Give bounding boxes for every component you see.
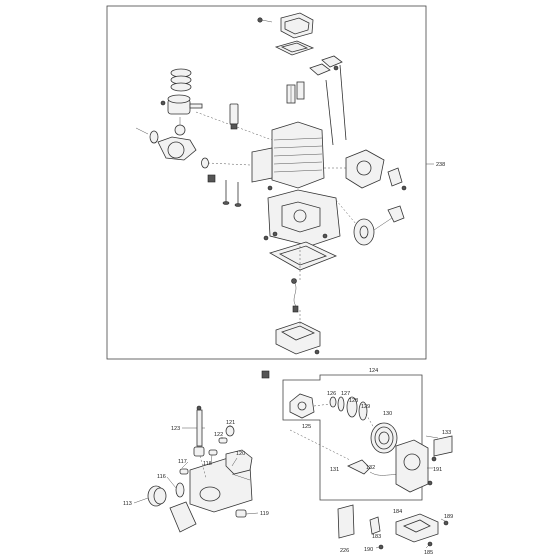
callout-184: 184	[393, 509, 402, 515]
rocker-arms	[309, 55, 343, 76]
callout-129: 129	[361, 404, 370, 410]
warning-label-226	[337, 504, 355, 539]
engine-leader-a	[195, 111, 273, 141]
intake-manifold	[345, 149, 407, 191]
callout-189: 189	[444, 514, 453, 520]
tank-clip-117	[179, 468, 189, 475]
callout-128: 128	[349, 398, 358, 404]
callout-116: 116	[157, 474, 166, 480]
starter-pulley	[346, 396, 358, 418]
valve-springs	[286, 81, 305, 104]
recoil-spring	[370, 422, 398, 454]
oil-sensor	[291, 278, 299, 313]
fuel-tank	[189, 449, 253, 513]
crankshaft	[135, 117, 209, 169]
engine-leader-b	[207, 162, 251, 166]
starter-leader-b	[365, 413, 375, 429]
starter-reel	[358, 401, 368, 421]
small-washer-icon	[207, 174, 216, 183]
starter-washer	[329, 396, 337, 408]
starter-leader-c	[289, 429, 351, 461]
push-rod	[325, 79, 334, 146]
fuel-fitting-121	[225, 425, 235, 437]
callout-113: 113	[123, 501, 132, 507]
callout-126: 126	[327, 391, 336, 397]
callout-121: 121	[226, 420, 235, 426]
cylinder-block	[251, 121, 325, 191]
starter-spring	[337, 396, 345, 412]
callout-131: 131	[330, 467, 339, 473]
oil-pan	[275, 321, 321, 355]
callout-119: 119	[260, 511, 269, 517]
starter-bolt	[427, 480, 433, 486]
callout-127: 127	[341, 391, 350, 397]
callout-132: 132	[366, 465, 375, 471]
callout-125: 125	[302, 424, 311, 430]
fuel-hose	[208, 449, 218, 456]
starter-housing	[395, 439, 429, 493]
callout-130: 130	[383, 411, 392, 417]
starter-assembly-group: 124	[261, 368, 453, 501]
callout-191: 191	[433, 467, 442, 473]
starter-assembly-frame	[282, 374, 423, 501]
callout-120: 120	[236, 451, 245, 457]
mount-bracket-184	[395, 513, 439, 543]
callout-labels: 113 116 117 118 119 120 121 122 123 125 …	[123, 391, 453, 556]
cylinder-cover	[257, 12, 314, 39]
engine-assembly-frame	[106, 5, 427, 360]
piston-rings	[170, 68, 192, 92]
fuel-tank-group	[147, 405, 253, 533]
callout-117: 117	[178, 459, 187, 465]
callout-226: 226	[340, 548, 349, 554]
callout-123: 123	[171, 426, 180, 432]
callout-122: 122	[214, 432, 223, 438]
bottom-parts-group	[337, 456, 449, 550]
starter-assembly-label: 124	[369, 368, 378, 374]
spark-plug	[229, 103, 239, 130]
callout-190: 190	[364, 547, 373, 553]
starter-washer-icon	[261, 370, 270, 379]
bolt-190	[378, 544, 384, 550]
crankcase-bolt	[322, 233, 328, 239]
engine-assembly-label: 238	[436, 162, 445, 168]
callout-118: 118	[203, 461, 212, 467]
callout-leaders	[133, 425, 446, 549]
callout-183: 183	[372, 534, 381, 540]
tank-clip-119	[235, 509, 247, 518]
engine-assembly-group: 238	[106, 5, 445, 360]
fuel-cap-tag	[169, 501, 197, 533]
engine-leader-f	[335, 199, 357, 225]
callout-185: 185	[424, 550, 433, 556]
starter-pawl	[347, 459, 371, 475]
fuel-cap	[147, 485, 167, 507]
ratchet-plate	[289, 393, 315, 419]
tank-grommet	[193, 446, 205, 457]
push-rod-2	[339, 64, 347, 141]
bolt-189	[443, 520, 449, 526]
bolt-191	[431, 456, 437, 462]
crankcase	[263, 189, 341, 247]
fuel-strainer	[188, 405, 205, 447]
cover-gasket-inner	[280, 42, 309, 53]
fuel-fitting-122	[218, 437, 228, 444]
starter-label-plate	[433, 435, 453, 457]
starter-leader-a	[313, 403, 331, 407]
decal-183	[369, 516, 381, 535]
oil-pan-gasket-inner	[278, 245, 328, 266]
tank-cap-gasket	[175, 482, 185, 498]
piston	[160, 94, 203, 115]
valves	[222, 180, 242, 207]
flywheel	[353, 205, 405, 246]
callout-133: 133	[442, 430, 451, 436]
